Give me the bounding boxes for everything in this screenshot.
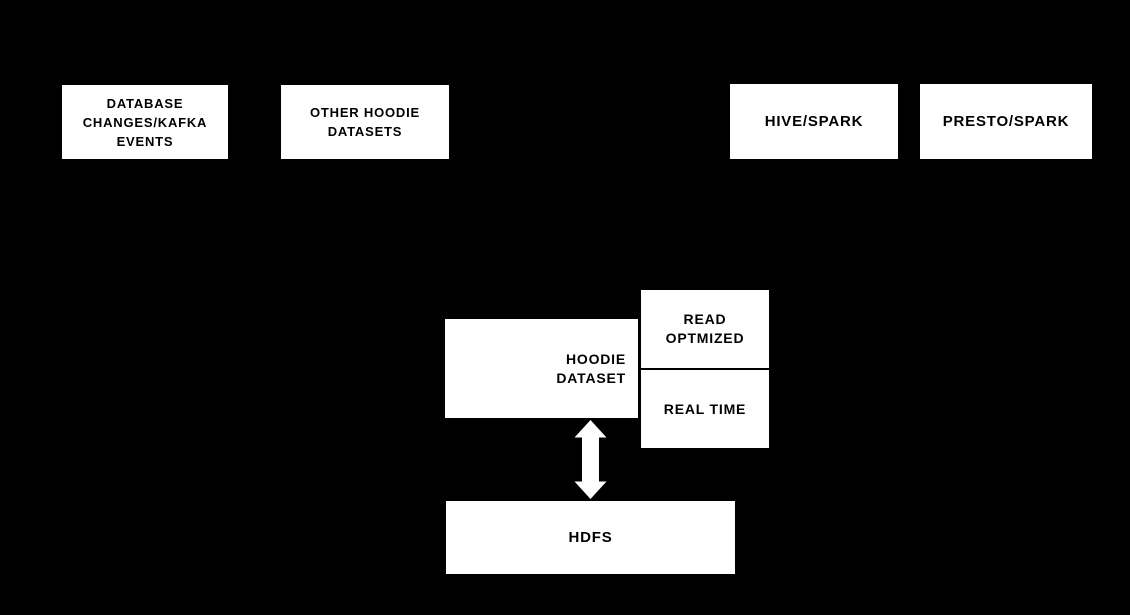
node-database-changes-kafka-events: DATABASE CHANGES/KAFKA EVENTS (62, 85, 228, 159)
node-hdfs: HDFS (446, 501, 735, 574)
node-presto-spark: PRESTO/SPARK (920, 84, 1092, 159)
node-hoodie-dataset: HOODIE DATASET (445, 319, 638, 418)
node-read-optimized: READ OPTMIZED (641, 290, 769, 368)
double-arrow-icon (574, 420, 607, 499)
double-arrow-shape (574, 420, 607, 499)
node-other-hoodie-datasets: OTHER HOODIE DATASETS (281, 85, 449, 159)
node-hive-spark: HIVE/SPARK (730, 84, 898, 159)
node-real-time: REAL TIME (641, 370, 769, 448)
